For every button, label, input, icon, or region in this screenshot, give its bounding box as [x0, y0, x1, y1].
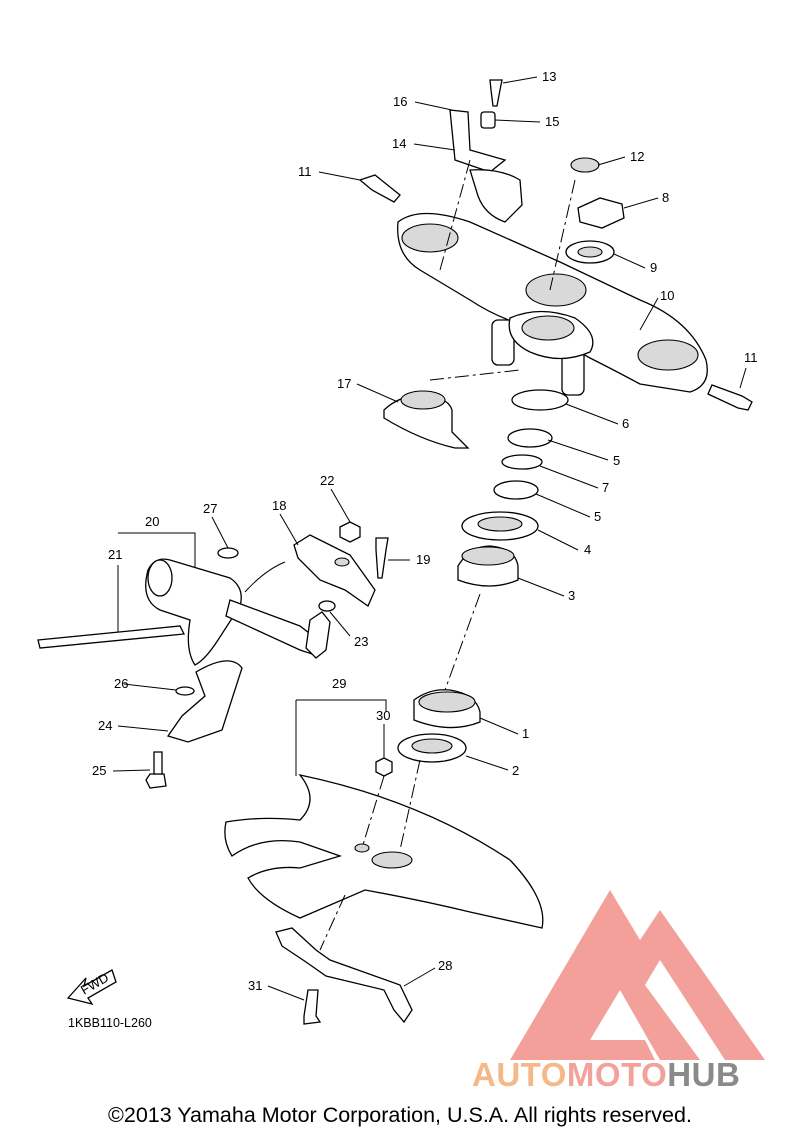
callout-4: 4: [584, 542, 591, 557]
part-20-steering-damper: [145, 547, 331, 666]
part-5-nut-lower: [493, 480, 539, 500]
part-22-nut: [339, 521, 361, 543]
callout-20: 20: [145, 514, 159, 529]
part-13-screw: [489, 79, 503, 107]
part-21-cable-tie: [37, 625, 186, 649]
part-11-bolt-left: [358, 174, 401, 203]
part-28-bracket: [275, 927, 413, 1024]
callout-31: 31: [248, 978, 262, 993]
callout-5-lower: 5: [594, 509, 601, 524]
watermark-hub: HUB: [667, 1056, 741, 1093]
callout-7: 7: [602, 480, 609, 495]
callout-25: 25: [92, 763, 106, 778]
watermark-moto: MOTO: [566, 1056, 668, 1093]
part-23-collar: [318, 600, 336, 612]
part-6-washer: [511, 389, 569, 411]
callout-17: 17: [337, 376, 351, 391]
part-18-bracket: [293, 534, 376, 607]
callout-5-upper: 5: [613, 453, 620, 468]
callout-29: 29: [332, 676, 346, 691]
parts-diagram: FWD 1 2 3 4 5 5 6 7 8 9 10 11 11 1: [37, 69, 758, 1025]
part-19-bolt: [375, 537, 389, 579]
callout-1: 1: [522, 726, 529, 741]
part-25-bolt: [145, 773, 167, 789]
callout-30: 30: [376, 708, 390, 723]
part-15-collar: [480, 111, 496, 129]
part-27-washer: [217, 547, 239, 559]
callout-11-right: 11: [744, 350, 758, 365]
automotohub-watermark: AUTOMOTOHUB: [472, 1056, 740, 1094]
callout-12: 12: [630, 149, 644, 164]
callout-21: 21: [108, 547, 122, 562]
part-31-bolt: [303, 989, 322, 1025]
part-7-washer: [501, 454, 543, 470]
copyright-notice: ©2013 Yamaha Motor Corporation, U.S.A. A…: [108, 1103, 692, 1127]
part-14-bracket: [449, 109, 507, 173]
callout-19: 19: [416, 552, 430, 567]
callout-28: 28: [438, 958, 452, 973]
callout-18: 18: [272, 498, 286, 513]
callout-16: 16: [393, 94, 407, 109]
upper-bracket-drawing: [397, 212, 708, 396]
callout-27: 27: [203, 501, 217, 516]
fwd-arrow-icon: FWD: [66, 969, 117, 1006]
watermark-auto: AUTO: [472, 1056, 567, 1093]
callout-22: 22: [320, 473, 334, 488]
callout-8: 8: [662, 190, 669, 205]
part-16-guide: [469, 169, 523, 223]
callout-14: 14: [392, 136, 406, 151]
part-24-bracket: [166, 660, 243, 743]
part-11-bolt-right: [707, 384, 753, 411]
callout-24: 24: [98, 718, 112, 733]
part-26-washer: [175, 686, 195, 696]
part-5-nut-upper: [507, 428, 553, 448]
callout-6: 6: [622, 416, 629, 431]
callout-23: 23: [354, 634, 368, 649]
part-12-cap: [570, 157, 600, 173]
part-30-nut: [375, 757, 393, 777]
part-29-cover: [224, 773, 544, 929]
callout-11-left: 11: [298, 164, 312, 179]
part-8-nut: [577, 197, 625, 229]
callout-13: 13: [542, 69, 556, 84]
automotohub-logo-icon: [510, 890, 765, 1060]
callout-2: 2: [512, 763, 519, 778]
callout-9: 9: [650, 260, 657, 275]
callout-3: 3: [568, 588, 575, 603]
callout-26: 26: [114, 676, 128, 691]
diagram-code: 1KBB110-L260: [68, 1016, 152, 1030]
callout-10: 10: [660, 288, 674, 303]
callout-15: 15: [545, 114, 559, 129]
